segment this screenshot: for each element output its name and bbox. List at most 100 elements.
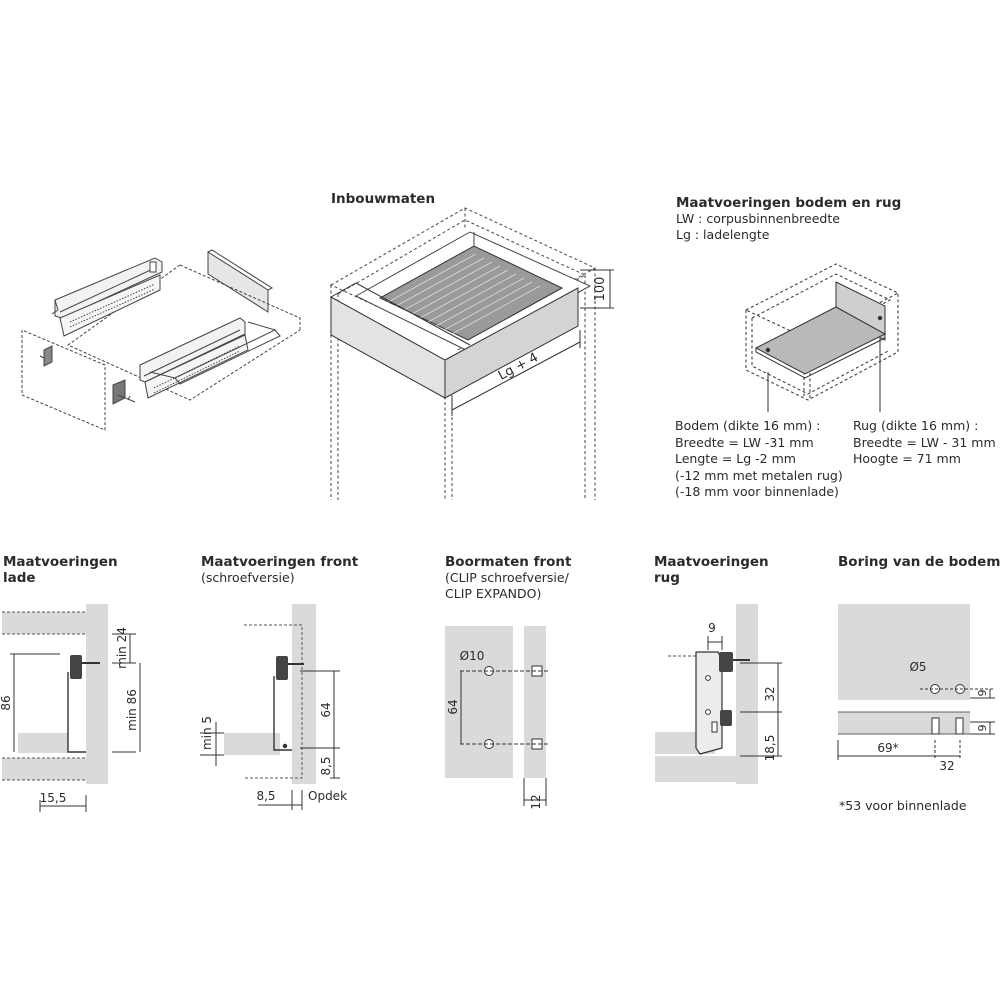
rug-lower-panel (655, 756, 736, 782)
bodem-line-3: Lengte = Lg -2 mm (675, 451, 796, 466)
rug-dim-9: 9 (708, 621, 716, 635)
exploded-drawer-view (21, 249, 301, 431)
front-dim-85-h: 8,5 (256, 789, 275, 803)
boring-section: Ø5 9 9 69* 32 (837, 604, 995, 773)
front-connector-left (39, 345, 53, 367)
boor-subtitle-2: CLIP EXPANDO) (445, 586, 542, 601)
drawer-bottom (378, 245, 564, 341)
boring-slot-1 (931, 717, 940, 735)
lade-dim-155: 15,5 (40, 791, 67, 805)
right-side-runner (139, 317, 281, 399)
rug-dashed-outline (668, 655, 701, 735)
boring-dimensions (837, 689, 995, 760)
rug-title-2: rug (654, 570, 680, 586)
front-dashed-lines (244, 624, 303, 779)
front-pivot (282, 743, 288, 749)
boring-slot-2 (955, 717, 964, 735)
lade-top-panel (2, 612, 86, 634)
rug-line-1: Rug (dikte 16 mm) : (853, 418, 979, 433)
lade-dashed-lines (2, 611, 86, 781)
lade-side-wall (86, 604, 108, 784)
exploded-carcass-outline (67, 264, 301, 401)
front-dim-64: 64 (319, 702, 333, 717)
boor-title: Boormaten front (445, 554, 572, 570)
boor-center-lines (460, 670, 550, 745)
lade-dim-86: 86 (0, 695, 13, 710)
boor-diameter: Ø10 (460, 649, 485, 663)
back-panel-top (207, 249, 274, 291)
rug-hole (877, 315, 883, 321)
front-runner-profile (273, 676, 292, 751)
front-dim-min5: min 5 (200, 716, 214, 750)
lade-dimensions (10, 633, 141, 812)
bodem-rug-box (744, 263, 900, 412)
front-opdek: Opdek (308, 789, 347, 803)
rug-panel (835, 281, 886, 341)
boor-dim-64: 64 (446, 699, 460, 714)
dimension-100 (580, 269, 614, 309)
boring-center-lines (920, 688, 995, 760)
lade-dim-min86: min 86 (125, 689, 139, 731)
lade-title-2: lade (3, 570, 36, 586)
rug-line-2: Breedte = LW - 31 mm (853, 435, 996, 450)
inbouwmaten-title: Inbouwmaten (331, 191, 436, 207)
left-side-runner (51, 257, 163, 337)
boring-dim-9b: 9 (976, 725, 989, 732)
rug-dim-185: 18,5 (763, 735, 777, 762)
bodem-line-5: (-18 mm voor binnenlade) (675, 484, 839, 499)
boring-dim-32: 32 (939, 759, 954, 773)
lade-drawer-bottom (18, 733, 68, 753)
dimension-lg (451, 330, 581, 416)
front-title: Maatvoeringen front (201, 554, 359, 570)
front-dim-85-v: 8,5 (319, 756, 333, 775)
rug-clip-bottom (720, 710, 732, 726)
front-subtitle: (schroefversie) (201, 570, 295, 585)
bodem-line-4: (-12 mm met metalen rug) (675, 468, 843, 483)
back-panel (207, 251, 269, 313)
boor-subtitle-1: (CLIP schroefversie/ (445, 570, 569, 585)
rug-dim-32: 32 (763, 686, 777, 701)
lade-title-1: Maatvoeringen (3, 554, 118, 570)
drawer-bottom-lines (387, 253, 541, 335)
lw-definition: LW : corpusbinnenbreedte (676, 211, 840, 226)
boring-top-view (838, 604, 970, 700)
lade-bottom-panel (2, 758, 86, 780)
bodem-panel (754, 306, 887, 375)
rug-clip-top (719, 652, 733, 672)
boor-side-panel (524, 626, 546, 778)
bodem-line-1: Bodem (dikte 16 mm) : (675, 418, 821, 433)
lade-section: 86 min 24 min 86 15,5 (0, 604, 141, 812)
boring-note: *53 voor binnenlade (839, 798, 967, 813)
rug-bracket (695, 651, 723, 755)
lg-definition: Lg : ladelengte (676, 227, 770, 242)
drawer-front-right (444, 287, 579, 399)
boring-dim-9a: 9 (976, 690, 989, 697)
rug-line-3: Hoogte = 71 mm (853, 451, 961, 466)
boor-dimensions (460, 671, 547, 806)
boor-dim-12: 12 (529, 794, 543, 809)
lade-dim-min24: min 24 (115, 627, 129, 669)
lade-clip (70, 655, 82, 679)
bodem-line-2: Breedte = LW -31 mm (675, 435, 814, 450)
boor-section: Ø10 64 12 (445, 626, 550, 810)
box-leader-lines (767, 338, 881, 412)
front-panel (292, 604, 316, 784)
inbouwmaten-cabinet: 100 Lg + 4 (329, 207, 614, 500)
lade-runner-profile (67, 672, 86, 753)
front-connector-right (112, 379, 126, 405)
front-section: min 5 64 8,5 8,5 Opdek (200, 604, 347, 810)
boring-diameter: Ø5 (909, 660, 926, 674)
boring-title: Boring van de bodem (838, 554, 1000, 570)
front-drawer-bottom (224, 733, 280, 755)
dimension-100-label: 100 (593, 277, 608, 302)
front-dimensions (200, 670, 340, 810)
boring-side-view (838, 712, 970, 734)
bodem-hole (765, 347, 771, 353)
boring-dim-69: 69* (877, 741, 898, 755)
rug-side-wall (736, 604, 758, 784)
boor-front-panel (445, 626, 513, 778)
rug-title-1: Maatvoeringen (654, 554, 769, 570)
rug-dimensions (707, 636, 782, 757)
bodem-rug-title: Maatvoeringen bodem en rug (676, 195, 902, 211)
